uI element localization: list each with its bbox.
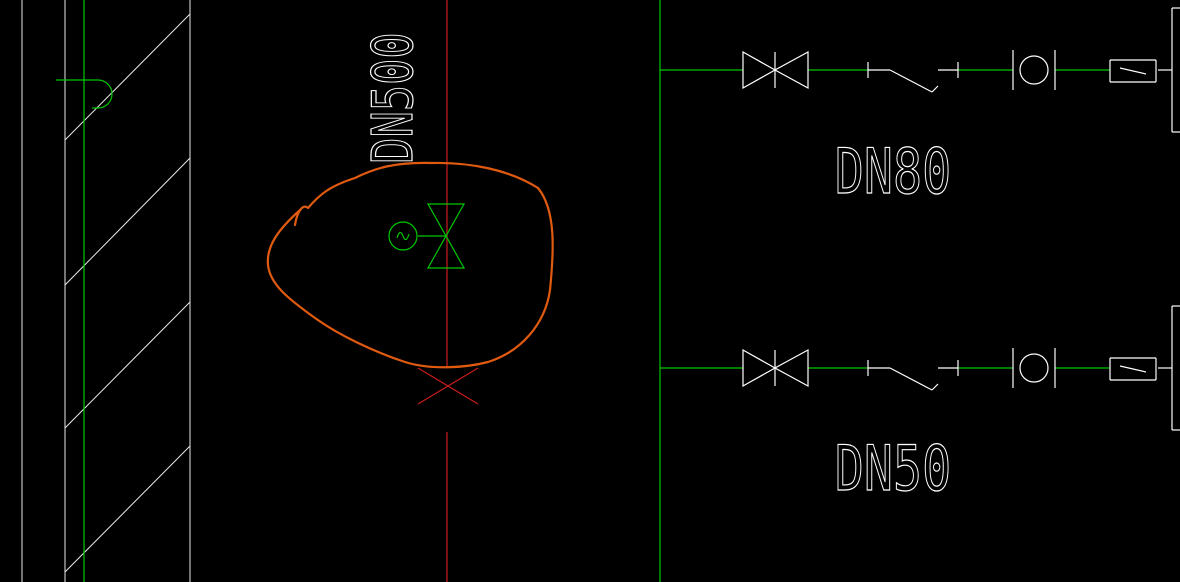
markup-circle-annotation xyxy=(266,161,554,369)
reducer-icon[interactable] xyxy=(1109,357,1157,381)
branch-lower-size-label: DN50 xyxy=(835,433,951,505)
branch-upper[interactable]: DN80 xyxy=(660,7,1180,209)
branch-lower[interactable]: DN50 xyxy=(660,305,1180,506)
reducer-icon[interactable] xyxy=(1109,59,1157,83)
pipe-break-icon xyxy=(417,367,479,405)
flow-meter-icon[interactable] xyxy=(1012,50,1056,90)
main-pipe[interactable] xyxy=(417,0,479,582)
wall-section xyxy=(21,0,191,582)
wall-pipe[interactable] xyxy=(56,0,113,582)
wall-hatch xyxy=(64,13,191,573)
check-valve-icon[interactable] xyxy=(867,62,959,93)
motorized-butterfly-valve-icon[interactable] xyxy=(388,203,466,269)
gate-valve-icon[interactable] xyxy=(742,50,809,90)
equipment-outline-lower xyxy=(1158,305,1180,431)
pipe-bend-icon xyxy=(56,79,113,109)
check-valve-icon[interactable] xyxy=(867,360,959,391)
equipment-outline-upper xyxy=(1158,7,1180,133)
flow-meter-icon[interactable] xyxy=(1012,348,1056,388)
branch-upper-size-label: DN80 xyxy=(835,136,951,208)
main-pipe-size-label: DN500 xyxy=(360,32,426,163)
gate-valve-icon[interactable] xyxy=(742,348,809,388)
